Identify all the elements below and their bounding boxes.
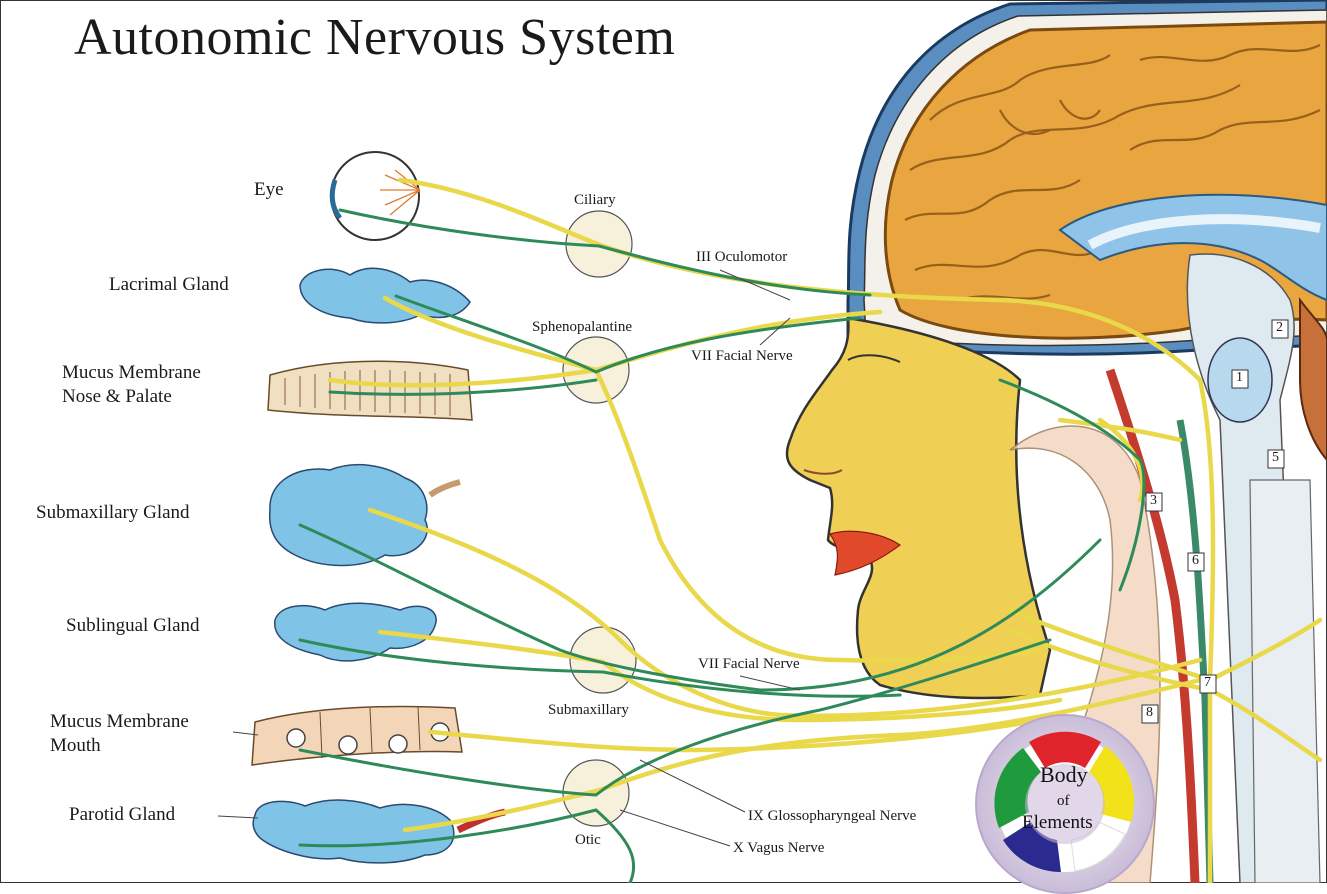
label-sphenopalantine: Sphenopalantine: [532, 319, 632, 335]
logo-text-body: Body: [1040, 762, 1088, 787]
mouth-membrane: [251, 705, 463, 766]
diagram-title: Autonomic Nervous System: [74, 9, 676, 66]
cornea: [329, 179, 343, 220]
label-facial-nerve-lower: VII Facial Nerve: [698, 656, 800, 672]
spine-number-5: 5: [1272, 450, 1279, 465]
label-submaxillary-gland: Submaxillary Gland: [36, 502, 190, 523]
label-sublingual-gland: Sublingual Gland: [66, 615, 200, 636]
organs: [251, 151, 506, 864]
spine-number-8: 8: [1146, 705, 1153, 720]
label-lacrimal-gland: Lacrimal Gland: [109, 274, 229, 295]
spine-box-3: [1145, 492, 1163, 512]
closed-eye: [847, 354, 901, 363]
brain-gyri: [904, 44, 1321, 302]
green-nerves: [298, 208, 1146, 883]
lacrimal-gland: [299, 267, 471, 324]
face-skin: [785, 316, 1052, 700]
label-glossopharyngeal: IX Glossopharyngeal Nerve: [748, 808, 917, 824]
spine-number-boxes: [1141, 319, 1289, 724]
logo-text-of: of: [1057, 793, 1070, 809]
label-facial-nerve-upper: VII Facial Nerve: [691, 348, 793, 364]
spine-number-6: 6: [1192, 553, 1199, 568]
label-mucus-nose-2: Nose & Palate: [62, 386, 172, 407]
label-parotid-gland: Parotid Gland: [69, 804, 176, 825]
parotid-gland: [252, 799, 455, 864]
membrane-pores: [286, 722, 450, 755]
ganglia: [562, 210, 637, 827]
label-mucus-nose-1: Mucus Membrane: [62, 362, 201, 383]
carotid-artery: [1105, 368, 1200, 883]
spine-number-7: 7: [1204, 675, 1211, 690]
spine-box-1: [1231, 369, 1249, 389]
lips: [829, 530, 902, 576]
spine-box-6: [1187, 552, 1205, 572]
sublingual-gland: [274, 602, 437, 662]
spine-box-2: [1271, 319, 1289, 339]
body-of-elements-logo: [975, 714, 1155, 894]
label-eye: Eye: [254, 179, 284, 200]
membrane-dividers: [319, 706, 421, 759]
submaxillary-duct: [428, 479, 461, 498]
spine-box-8: [1141, 704, 1159, 724]
spine-number-3: 3: [1150, 493, 1157, 508]
spine-number-1: 1: [1236, 370, 1243, 385]
label-mucus-mouth-1: Mucus Membrane: [50, 711, 189, 732]
label-submaxillary-ganglion: Submaxillary: [548, 702, 629, 718]
vertebral-column: [1249, 479, 1321, 883]
label-oculomotor: III Oculomotor: [696, 249, 788, 265]
label-otic: Otic: [575, 832, 601, 848]
spine-box-7: [1199, 674, 1217, 694]
label-mucus-mouth-2: Mouth: [50, 735, 101, 756]
nose-palate-membrane: [267, 360, 473, 421]
label-vagus: X Vagus Nerve: [733, 840, 825, 856]
spine-number-2: 2: [1276, 320, 1283, 335]
label-leaders: [217, 269, 801, 847]
label-ciliary: Ciliary: [574, 192, 616, 208]
nostril: [803, 469, 843, 475]
submaxillary-gland: [268, 464, 428, 567]
spine-box-5: [1267, 449, 1285, 469]
logo-text-elements: Elements: [1022, 812, 1093, 833]
